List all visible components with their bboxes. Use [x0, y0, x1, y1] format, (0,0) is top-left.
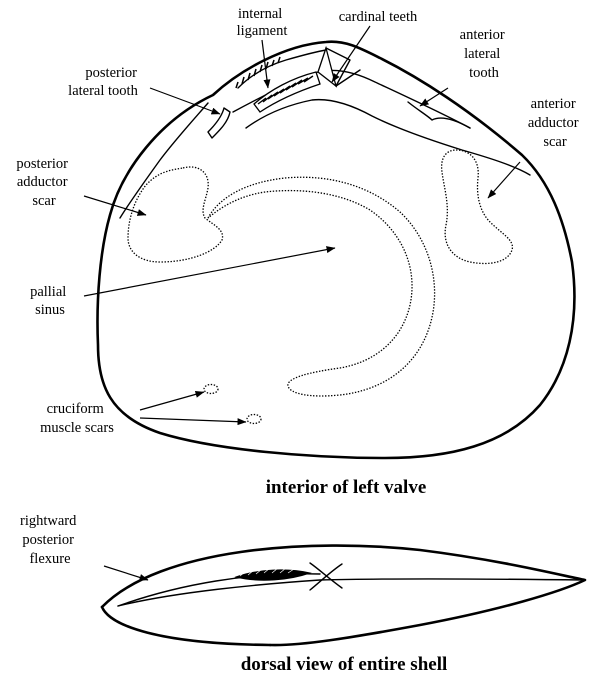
arrow-anterior-lateral-tooth: [420, 88, 448, 106]
cardinal-teeth-structure: [318, 48, 360, 86]
label-posterior-lateral-tooth: posterior lateral tooth: [68, 65, 140, 99]
cruciform-scar-1: [204, 385, 218, 394]
arrow-cruciform-2: [140, 418, 246, 422]
pallial-sinus-line: [208, 177, 435, 396]
posterior-lateral-tooth-structure: [208, 108, 230, 138]
label-internal-ligament: internal ligament: [237, 6, 288, 39]
cruciform-scar-2: [247, 415, 261, 424]
arrow-rightward-flexure: [104, 566, 148, 580]
label-anterior-adductor-scar: anterior adductor scar: [528, 96, 582, 150]
label-cruciform-muscle-scars: cruciform muscle scars: [40, 401, 114, 436]
label-rightward-posterior-flexure: rightward posterior flexure: [20, 513, 80, 567]
label-anterior-lateral-tooth: anterior lateral tooth: [460, 27, 509, 81]
label-cardinal-teeth: cardinal teeth: [339, 9, 418, 25]
inner-margin: [120, 103, 208, 218]
dorsal-view-shell: [102, 546, 585, 646]
dorsal-commissure: [118, 579, 585, 606]
valve-outline: [98, 42, 575, 458]
arrow-pallial-sinus: [84, 248, 335, 296]
dorsal-lower-lip: [102, 607, 270, 645]
label-posterior-adductor-scar: posterior adductor scar: [16, 156, 71, 209]
anterior-adductor-scar: [442, 150, 513, 264]
arrow-cruciform-1: [140, 392, 204, 410]
dorsal-beaks: [310, 563, 342, 590]
dorsal-ligament: [236, 570, 310, 580]
arrow-anterior-adductor-scar: [488, 162, 520, 198]
hinge-line-lower: [246, 100, 530, 175]
left-valve-interior: [84, 26, 574, 458]
label-pallial-sinus: pallial sinus: [30, 284, 70, 318]
posterior-adductor-scar: [128, 167, 223, 262]
caption-dorsal: dorsal view of entire shell: [241, 654, 448, 675]
caption-interior: interior of left valve: [266, 477, 427, 498]
